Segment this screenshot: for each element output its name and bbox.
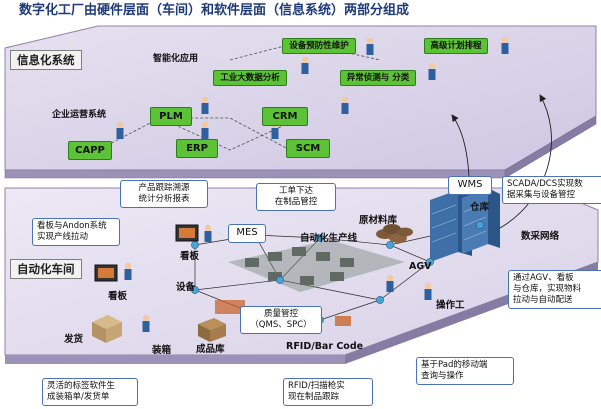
- smart-apps-label: 智能化应用: [153, 54, 199, 64]
- quality-control-callout: 质量管控 （QMS、SPC）: [240, 306, 322, 334]
- finished-goods-boxes: [198, 318, 226, 342]
- equipment-label: 设备: [176, 282, 196, 293]
- boxing-label: 装箱: [152, 345, 172, 356]
- label-software-callout: 灵活的标签软件生 成装箱单/发货单: [42, 378, 138, 406]
- work-order-callout: 工单下达 在制品管控: [256, 183, 336, 211]
- operator-label: 操作工: [436, 300, 465, 311]
- advanced-planning-system: 高级计划排程: [424, 38, 488, 54]
- enterprise-systems-label: 企业运营系统: [52, 110, 107, 120]
- scada-callout: SCADA/DCS实现数 据采集与设备管控: [502, 176, 601, 204]
- info-system-layer-label: 信息化系统: [10, 50, 82, 71]
- warehouse-label: 仓库: [470, 202, 490, 213]
- pad-mobile-callout: 基于Pad的移动端 查询与操作: [416, 357, 514, 385]
- kanban-left-label: 看板: [108, 291, 128, 302]
- shop-floor-layer-label: 自动化车间: [10, 259, 82, 280]
- anomaly-detection-system: 异常侦测与 分类: [340, 70, 416, 86]
- kanban-screens: [94, 224, 199, 282]
- andon-callout: 看板与Andon系统 实现产线拉动: [32, 218, 120, 246]
- shipping-box: [92, 315, 122, 343]
- raw-material-pile: [376, 224, 413, 243]
- predictive-maintenance-system: 设备预防性维护: [282, 38, 356, 54]
- info-platform: [4, 25, 597, 179]
- agv-label: AGV: [409, 261, 432, 272]
- finished-goods-label: 成品库: [196, 344, 225, 355]
- production-machinery: [215, 240, 405, 326]
- crm-system: CRM: [262, 107, 308, 126]
- shipping-label: 发货: [64, 334, 84, 345]
- worker-figures: [116, 36, 509, 332]
- production-line-label: 自动化生产线: [300, 233, 358, 244]
- rfid-label: RFID/Bar Code: [286, 341, 364, 352]
- capp-system: CAPP: [68, 141, 112, 160]
- diagram-title: 数字化工厂由硬件层面（车间）和软件层面（信息系统）两部分组成: [19, 3, 410, 18]
- plm-system: PLM: [150, 107, 192, 126]
- data-network-label: 数采网络: [521, 231, 560, 242]
- big-data-analysis-system: 工业大数据分析: [213, 70, 287, 86]
- wms-box: WMS: [448, 176, 492, 195]
- mes-box: MES: [228, 224, 266, 243]
- traceability-callout: 产品跟踪溯源 统计分析报表: [120, 180, 208, 208]
- scm-system: SCM: [286, 139, 330, 158]
- erp-system: ERP: [176, 139, 218, 158]
- raw-material-label: 原材料库: [359, 215, 398, 226]
- agv-callout: 通过AGV、看板 与仓库，实现物料 拉动与自动配送: [508, 270, 601, 309]
- warehouse-racks: [430, 188, 500, 262]
- kanban-mid-label: 看板: [180, 251, 200, 262]
- rfid-scan-callout: RFID/扫描枪实 现在制品跟踪: [283, 378, 373, 406]
